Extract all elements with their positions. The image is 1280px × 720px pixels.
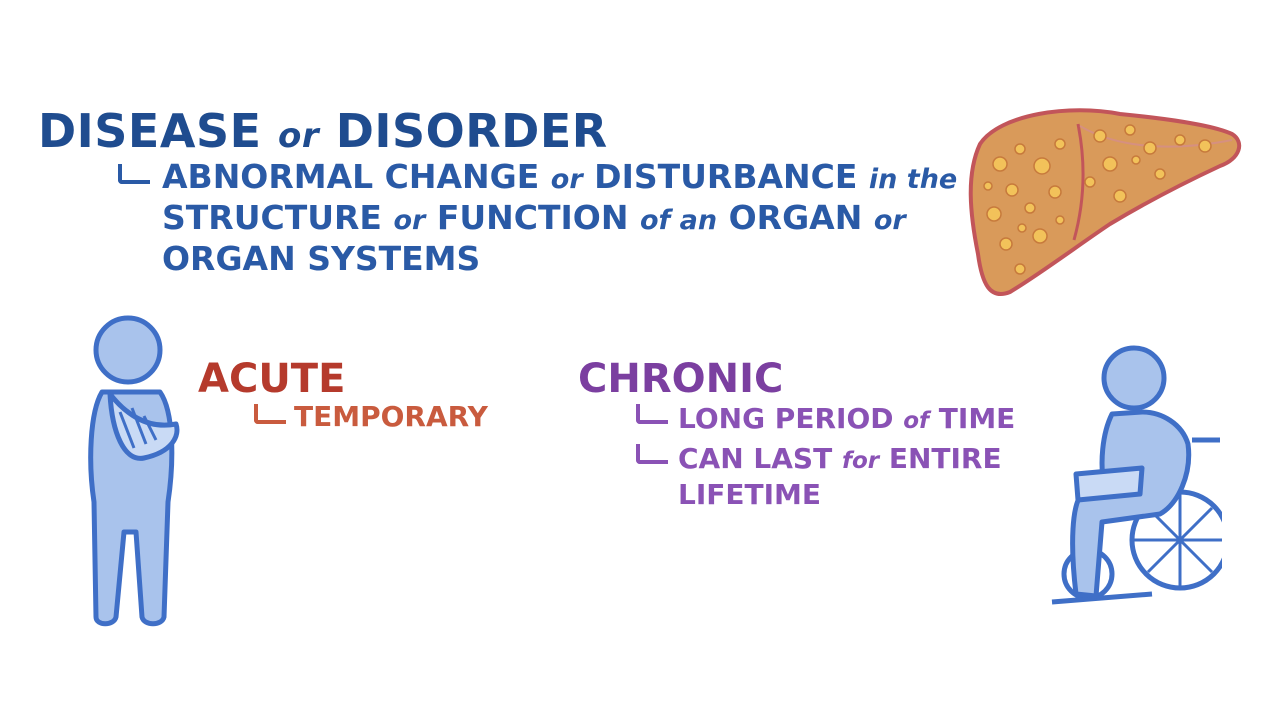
def-text: or — [393, 205, 426, 236]
acute-subitem: TEMPORARY — [250, 400, 488, 433]
chronic-heading: CHRONIC — [578, 356, 784, 402]
definition-line-2: STRUCTURE or FUNCTION of an ORGAN or — [112, 199, 952, 240]
def-text: DISTURBANCE — [594, 157, 858, 196]
def-text: or — [550, 164, 583, 195]
person-sling-illustration — [88, 315, 180, 627]
chronic-text: ENTIRE — [888, 442, 1002, 475]
def-text: STRUCTURE — [162, 198, 382, 237]
def-text: in the — [868, 164, 958, 195]
chronic-text: LIFETIME — [678, 478, 822, 511]
hook-arrow-icon — [254, 404, 286, 424]
hook-arrow-icon — [636, 404, 668, 424]
definition-line-1: ABNORMAL CHANGE or DISTURBANCE in the — [112, 157, 957, 199]
definition-line-3: ORGAN SYSTEMS — [162, 239, 481, 278]
chronic-text: CAN LAST — [678, 442, 833, 475]
definition-block: ABNORMAL CHANGE or DISTURBANCE in the ST… — [112, 157, 957, 278]
def-text: ORGAN — [728, 198, 863, 237]
title-disorder: DISORDER — [335, 104, 608, 158]
chronic-text: LONG PERIOD — [678, 402, 894, 435]
def-text: ABNORMAL CHANGE — [162, 157, 540, 196]
acute-temporary: TEMPORARY — [294, 400, 488, 433]
hook-arrow-icon — [118, 164, 150, 184]
def-text: of an — [639, 205, 718, 236]
chronic-subitem-1: LONG PERIOD of TIME — [632, 402, 1015, 438]
def-text: FUNCTION — [436, 198, 629, 237]
title-connector: or — [278, 116, 320, 156]
title-disease: DISEASE — [38, 104, 262, 158]
chronic-text: TIME — [938, 402, 1016, 435]
hook-arrow-icon — [636, 444, 668, 464]
chronic-text: for — [841, 448, 880, 474]
person-wheelchair-illustration — [1051, 345, 1222, 605]
acute-heading: ACUTE — [198, 356, 346, 402]
chronic-subitem-2: CAN LAST for ENTIRE LIFETIME — [632, 442, 1002, 512]
def-text: or — [873, 205, 906, 236]
page-title: DISEASE or DISORDER — [38, 104, 608, 158]
chronic-text: of — [903, 408, 930, 434]
liver-illustration — [968, 108, 1242, 296]
